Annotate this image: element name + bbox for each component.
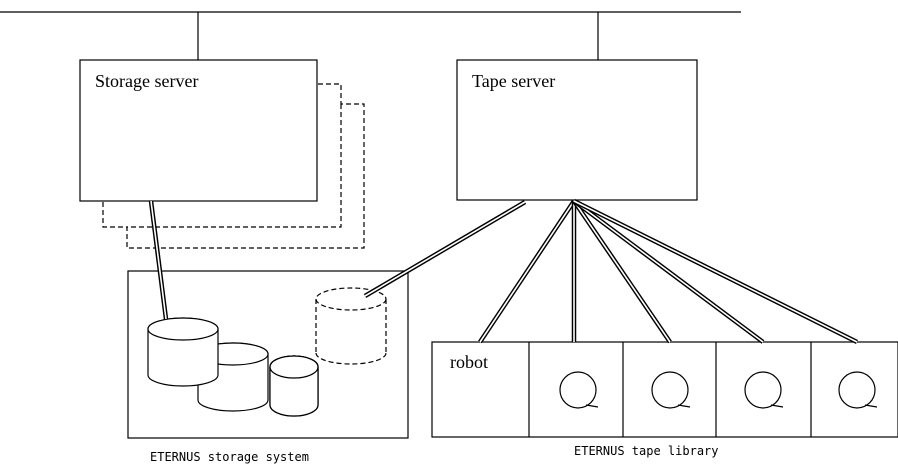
storage-system-label: ETERNUS storage system: [150, 450, 309, 464]
tape-server-label: Tape server: [472, 71, 555, 91]
tape-reel-icon: [651, 371, 691, 409]
storage-server-label: Storage server: [95, 71, 198, 91]
tape-server-box: [456, 59, 698, 201]
additional-storage-servers: [102, 83, 365, 249]
storage-server-to-disk-connection: [148, 200, 169, 320]
tape-server-to-drive4-connection: [572, 198, 859, 345]
tape-server-to-drive3-connection: [572, 199, 765, 344]
tape-server-to-disk-connection: [363, 200, 527, 298]
tape-reel-icon: [838, 371, 878, 409]
dashed-disk-icon: [315, 287, 387, 365]
robot-label: robot: [450, 352, 488, 372]
storage-server-box: [79, 59, 318, 202]
disk-icon: [147, 317, 219, 387]
tape-reel-icon: [744, 371, 784, 409]
tape-server-to-robot-connection: [478, 199, 576, 344]
tape-reel-icon: [559, 371, 599, 409]
tape-library-label: ETERNUS tape library: [574, 444, 719, 458]
tape-server-to-drive2-connection: [572, 199, 672, 344]
disk-icon: [269, 355, 319, 417]
